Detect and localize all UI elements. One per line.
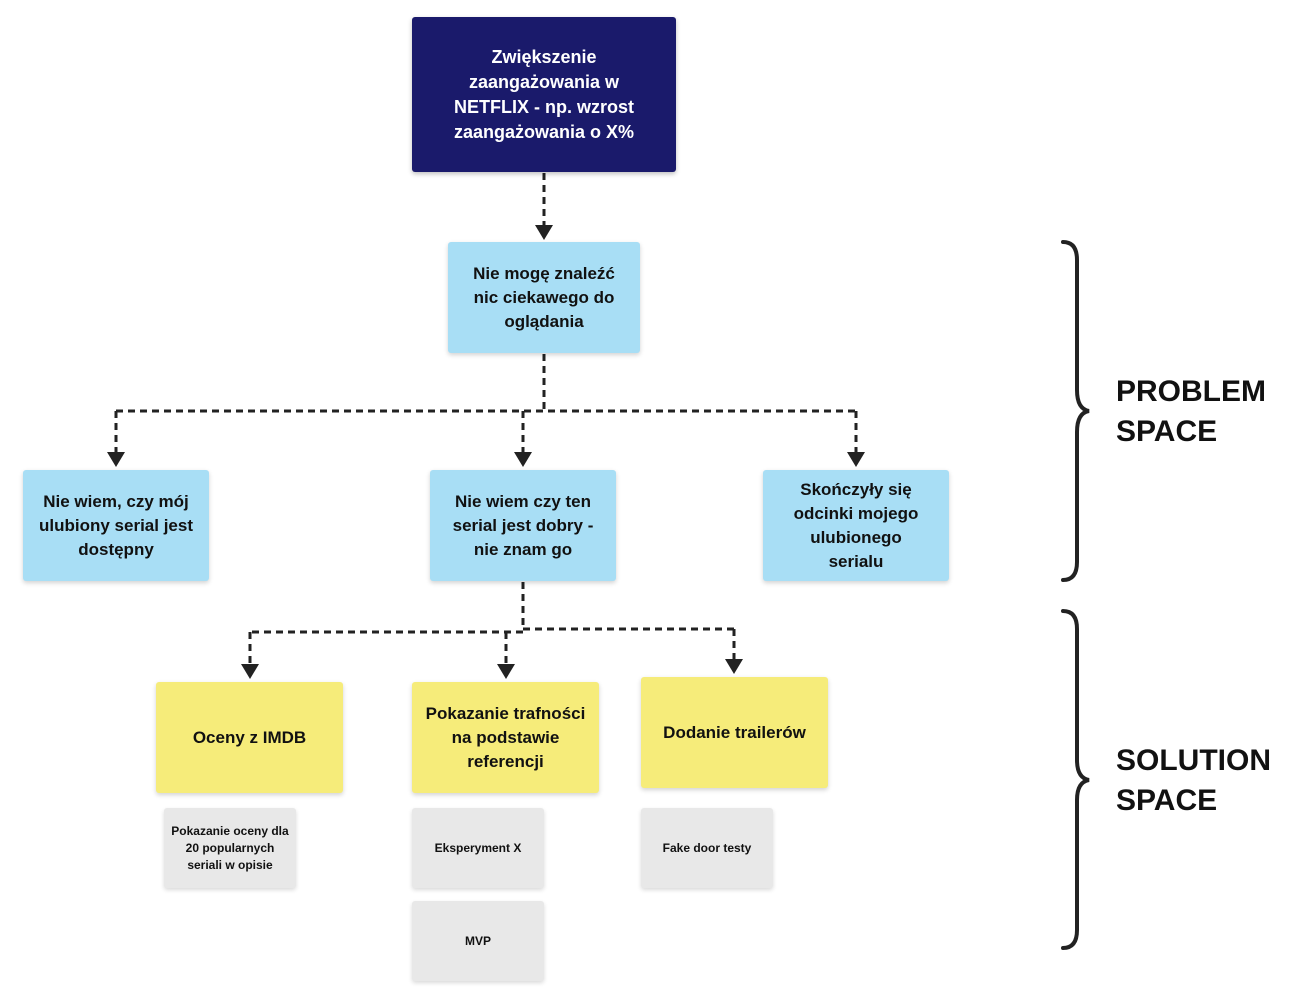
sub-problem-2: Nie wiem czy ten serial jest dobry - nie… xyxy=(430,470,616,581)
arrowhead-goal-to-root xyxy=(535,225,553,240)
experiment-1-1-text: Pokazanie oceny dla 20 popularnych seria… xyxy=(171,823,289,872)
solution-2: Pokazanie trafności na podstawie referen… xyxy=(412,682,599,793)
arrowhead-sub-1 xyxy=(107,452,125,467)
experiment-2-1: Eksperyment X xyxy=(412,808,544,888)
arrowhead-solution-3 xyxy=(725,659,743,674)
sub-problem-1-text: Nie wiem, czy mój ulubiony serial jest d… xyxy=(39,491,193,559)
solution-space-label-line-2: SPACE xyxy=(1116,784,1218,817)
experiment-2-2: MVP xyxy=(412,901,544,981)
sub-problem-1: Nie wiem, czy mój ulubiony serial jest d… xyxy=(23,470,209,581)
experiment-2-1-text: Eksperyment X xyxy=(434,840,522,855)
root-problem-text: Nie mogę znaleźć nic ciekawego do ogląda… xyxy=(473,263,615,331)
solution-space-label-line-1: SOLUTION xyxy=(1116,744,1271,777)
problem-space-label-line-1: PROBLEM xyxy=(1116,375,1266,408)
experiment-2-2-text: MVP xyxy=(464,933,491,948)
solution-1: Oceny z IMDB xyxy=(156,682,343,793)
experiment-1-1: Pokazanie oceny dla 20 popularnych seria… xyxy=(164,808,296,888)
goal-node: Zwiększenie zaangażowania w NETFLIX - np… xyxy=(412,17,676,172)
arrowhead-sub-2 xyxy=(514,452,532,467)
problem-space-label: PROBLEM SPACE xyxy=(1116,372,1266,452)
arrowhead-solution-2 xyxy=(497,664,515,679)
solution-space-label: SOLUTION SPACE xyxy=(1116,741,1271,821)
solution-3: Dodanie trailerów xyxy=(641,677,828,788)
goal-text: Zwiększenie zaangażowania w NETFLIX - np… xyxy=(453,46,635,142)
solution-3-text: Dodanie trailerów xyxy=(663,722,806,742)
sub-problem-2-text: Nie wiem czy ten serial jest dobry - nie… xyxy=(452,491,594,559)
experiment-3-1: Fake door testy xyxy=(641,808,773,888)
solution-2-text: Pokazanie trafności na podstawie referen… xyxy=(425,703,586,771)
solution-1-text: Oceny z IMDB xyxy=(192,727,307,747)
problem-space-label-line-2: SPACE xyxy=(1116,415,1218,448)
root-problem-node: Nie mogę znaleźć nic ciekawego do ogląda… xyxy=(448,242,640,353)
sub-problem-3-text: Skończyły się odcinki mojego ulubionego … xyxy=(793,479,919,571)
sub-problem-3: Skończyły się odcinki mojego ulubionego … xyxy=(763,470,949,581)
solution-space-brace xyxy=(1061,609,1090,950)
problem-space-brace xyxy=(1061,240,1090,582)
arrowhead-sub-3 xyxy=(847,452,865,467)
arrowhead-solution-1 xyxy=(241,664,259,679)
experiment-3-1-text: Fake door testy xyxy=(662,840,752,855)
